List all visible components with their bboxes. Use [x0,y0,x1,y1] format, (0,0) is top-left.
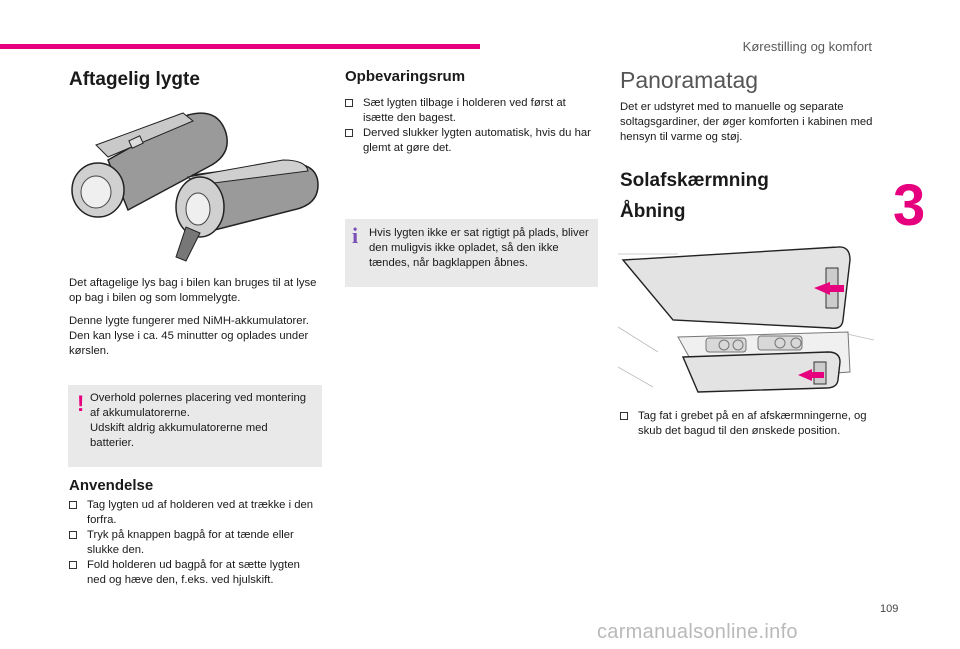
chapter-number: 3 [893,173,926,238]
warning-icon: ! [77,391,85,416]
section-title-sunshade: Solafskærmning [620,170,769,191]
info-icon: i [352,223,359,248]
warning-box: ! Overhold polernes placering ved monter… [68,385,322,467]
arrow-icon [798,282,844,381]
section-title-removable-lamp: Aftagelig lygte [69,69,200,90]
list-item: Tag fat i grebet på en af afskærmningern… [620,409,875,439]
opening-list: Tag fat i grebet på en af afskærmningern… [620,409,875,439]
lamp-illustration-1 [71,112,228,218]
section-title-opening: Åbning [620,201,686,222]
watermark: carmanualsonline.info [597,621,798,643]
usage-list: Tag lygten ud af holderen ved at trække … [69,498,321,588]
checkbox-bullet-icon [69,531,77,539]
removable-lamp-illustration [71,112,319,262]
checkbox-bullet-icon [69,501,77,509]
list-item: Fold holderen ud bagpå for at sætte lygt… [69,558,321,588]
storage-list: Sæt lygten tilbage i holderen ved først … [345,96,597,156]
checkbox-bullet-icon [345,99,353,107]
lamp-illustration-2 [175,159,319,262]
chapter-color-bar [0,44,480,49]
lamp-intro-text: Det aftagelige lys bag i bilen kan bruge… [69,277,317,304]
checkbox-bullet-icon [620,412,628,420]
sunshade-illustration [618,232,874,402]
info-box: i Hvis lygten ikke er sat rigtigt på pla… [345,219,598,287]
chapter-title: Kørestilling og komfort [742,39,872,54]
checkbox-bullet-icon [69,561,77,569]
section-title-usage: Anvendelse [69,477,154,494]
panorama-intro-text: Det er udstyret med to manuelle og separ… [620,101,873,143]
battery-text: Denne lygte fungerer med NiMH-akkumulato… [69,315,309,357]
list-item: Tryk på knappen bagpå for at tænde eller… [69,528,321,558]
list-item: Tag lygten ud af holderen ved at trække … [69,498,321,528]
section-title-panorama-roof: Panoramatag [620,67,759,93]
page-number: 109 [880,603,899,615]
list-item: Sæt lygten tilbage i holderen ved først … [345,96,597,126]
section-title-storage: Opbevaringsrum [345,68,466,85]
list-item: Derved slukker lygten automatisk, hvis d… [345,126,597,156]
checkbox-bullet-icon [345,129,353,137]
